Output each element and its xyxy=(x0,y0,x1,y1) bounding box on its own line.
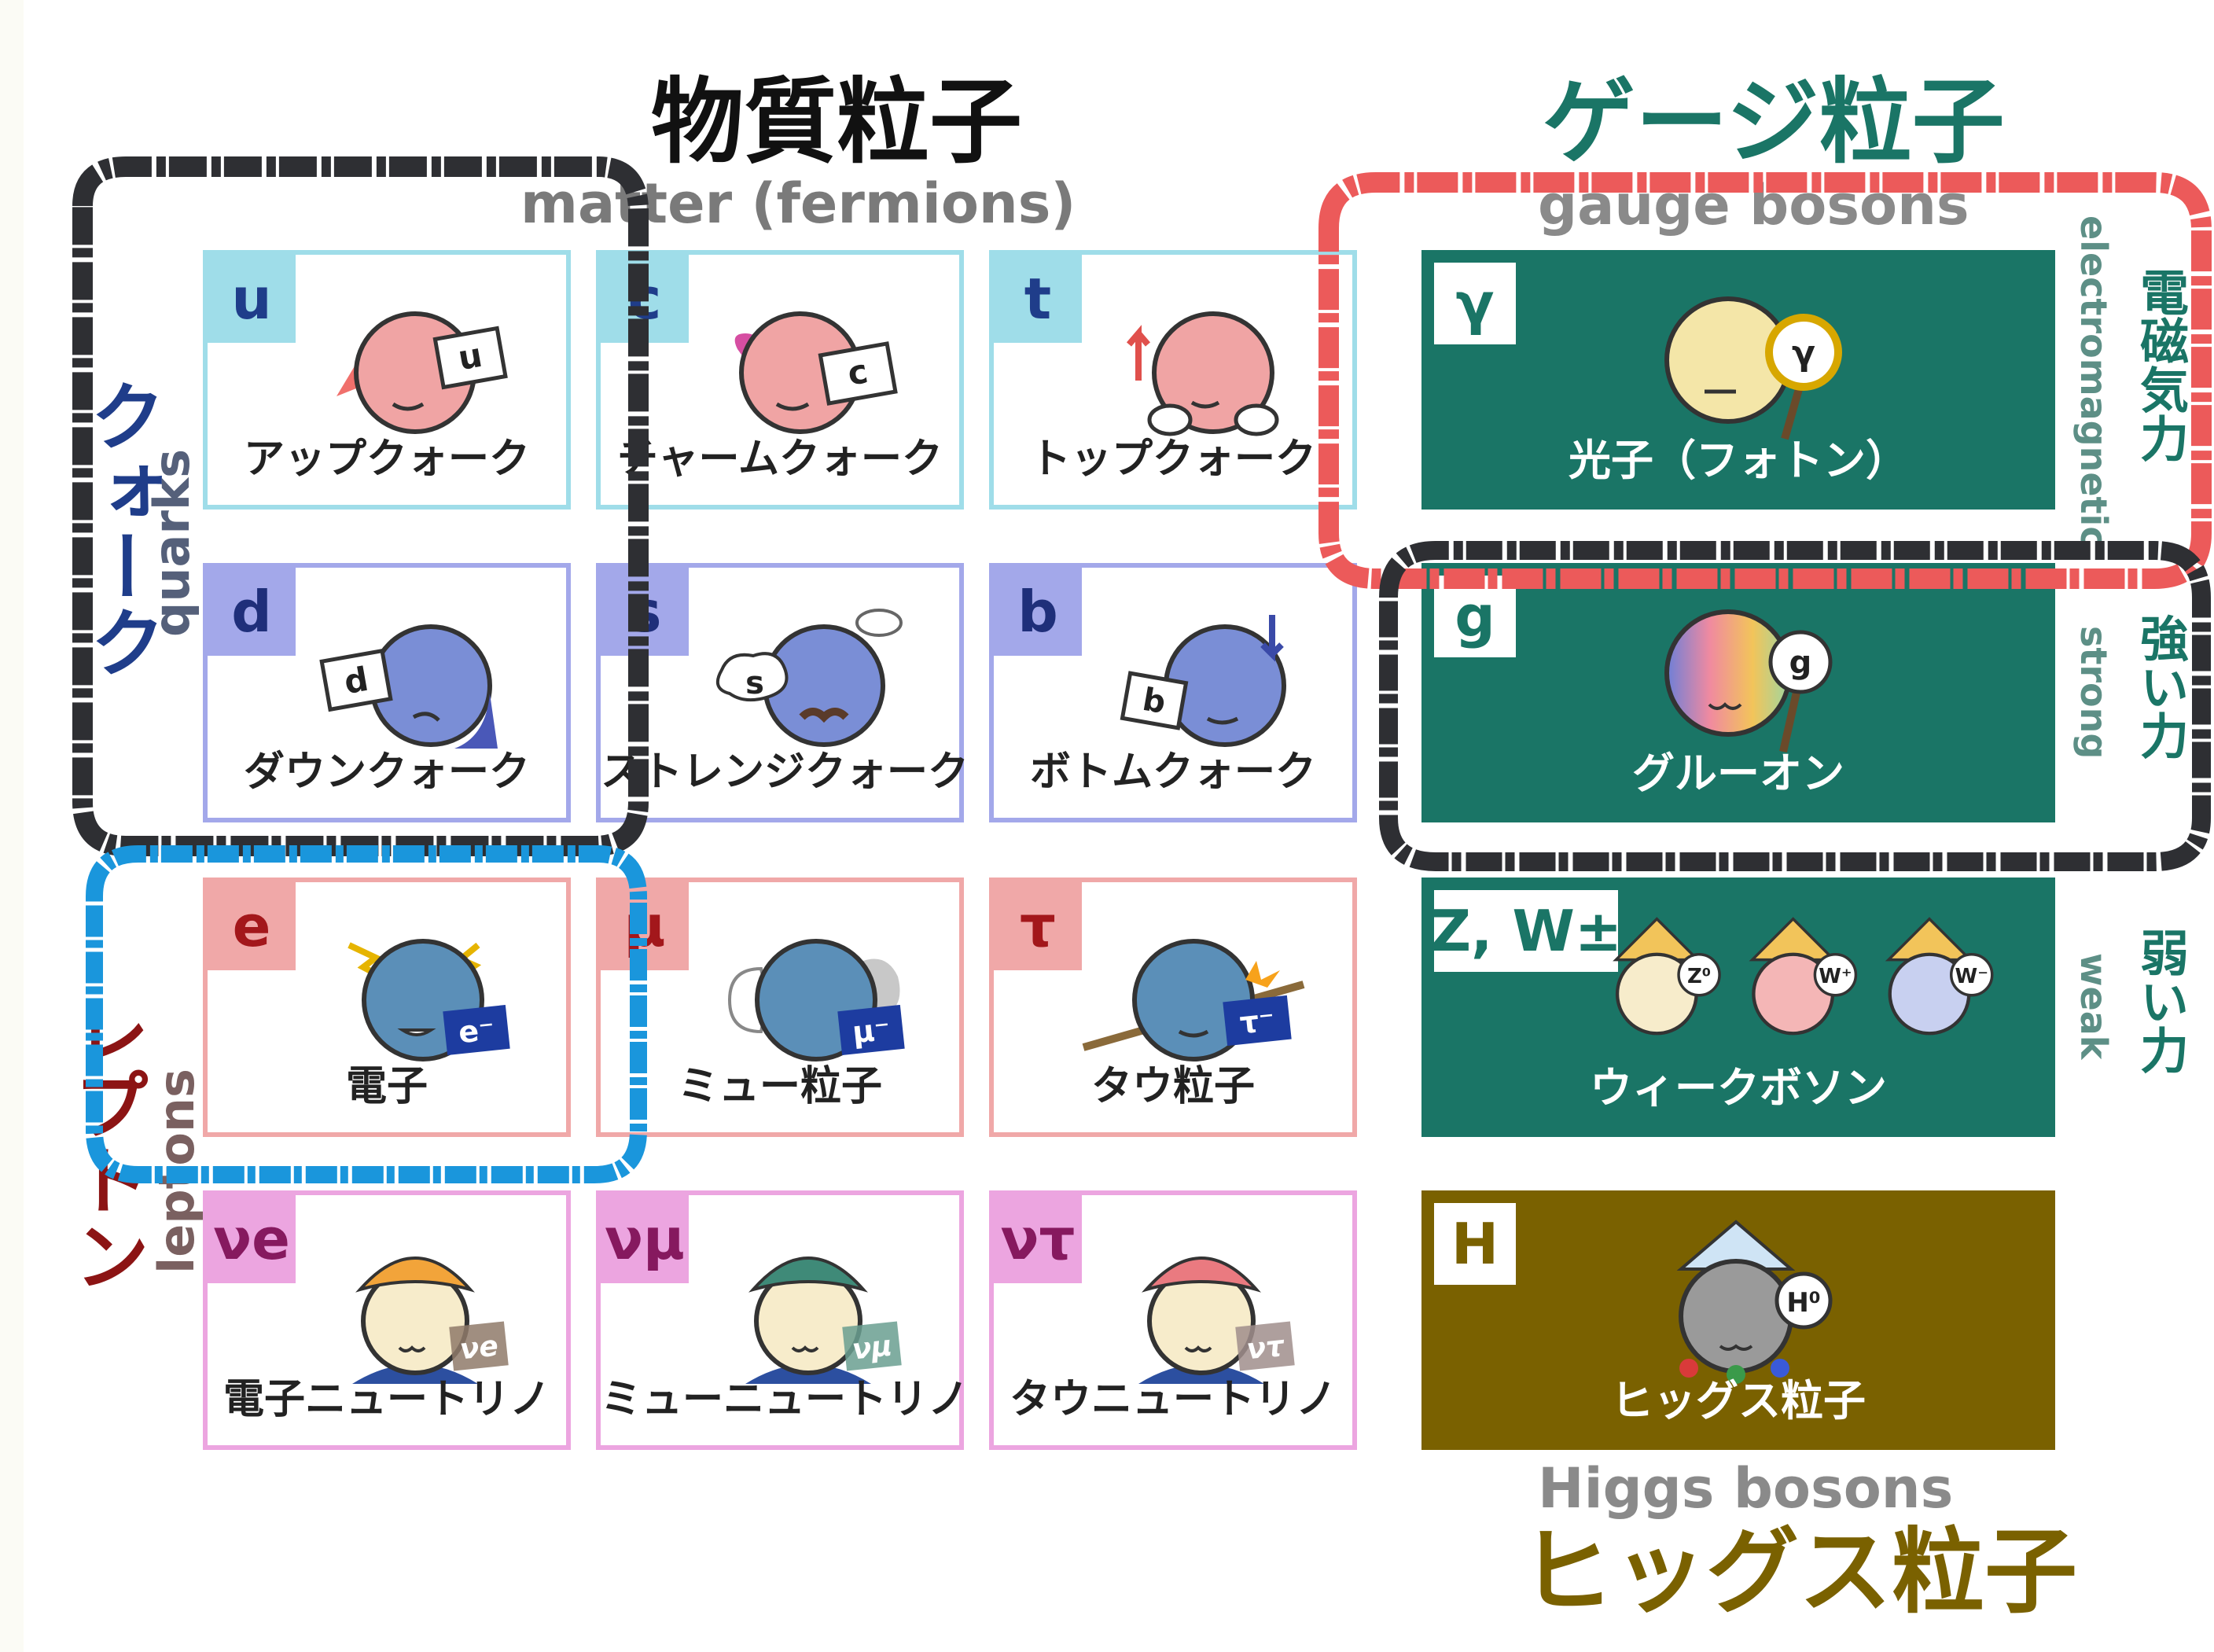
force-em-jp: 電磁気力 xyxy=(2131,267,2189,462)
particle-name: 電子ニュートリノ xyxy=(223,1376,550,1423)
boson-name: ヒッグス粒子 xyxy=(1611,1376,1866,1426)
particle-symbol: τ xyxy=(994,882,1082,970)
higgs-subtitle: Higgs bosons xyxy=(1538,1456,1954,1521)
particle-name: チャームクォーク xyxy=(617,436,943,483)
particle-name: トップクォーク xyxy=(1029,436,1316,483)
particle-name: 電子 xyxy=(345,1063,428,1110)
charm-quark-character-icon: c xyxy=(734,311,898,434)
electron-neutrino-character-icon: νe xyxy=(352,1256,509,1384)
particle-symbol: c xyxy=(601,255,689,343)
tag-label: W⁻ xyxy=(1955,965,1988,988)
electron-character-icon: e⁻ xyxy=(348,939,510,1061)
particle-symbol: νμ xyxy=(601,1195,689,1283)
force-weak-jp: 弱い力 xyxy=(2131,928,2189,1074)
muon-character-icon: μ⁻ xyxy=(727,939,905,1061)
tag-label: Z⁰ xyxy=(1687,965,1711,988)
particle-name: ミュー粒子 xyxy=(677,1063,882,1110)
particle-name: ダウンクォーク xyxy=(243,749,530,796)
particle-cell-tau: τ τ⁻ タウ粒子 xyxy=(989,878,1357,1137)
particle-cell-top: t トップクォーク xyxy=(989,250,1357,510)
particle-cell-muon-neutrino: νμ νμ ミューニュートリノ xyxy=(596,1190,969,1450)
gluon-character-icon: g xyxy=(1664,609,1833,753)
boson-cell-gluon: g g グルーオン xyxy=(1421,563,2055,822)
top-quark-character-icon xyxy=(1126,311,1279,436)
particle-name: ストレンジクォーク xyxy=(601,749,969,796)
gauge-subtitle: gauge bosons xyxy=(1538,173,1969,237)
tau-neutrino-character-icon: ντ xyxy=(1138,1256,1295,1384)
particle-symbol: νe xyxy=(208,1195,296,1283)
tag-label: νe xyxy=(458,1330,500,1367)
force-em-en: electromagnetic xyxy=(2072,215,2115,548)
diagram-panel: 物質粒子 matter (fermions) ゲージ粒子 gauge boson… xyxy=(24,0,2214,1652)
up-quark-character-icon: u xyxy=(337,311,508,434)
particle-symbol: ντ xyxy=(994,1195,1082,1283)
tag-label: H⁰ xyxy=(1786,1287,1820,1319)
tag-label: νμ xyxy=(851,1330,894,1366)
particle-cell-muon: μ μ⁻ ミュー粒子 xyxy=(596,878,964,1137)
particle-symbol: s xyxy=(601,568,689,656)
boson-name: 光子（フォトン） xyxy=(1569,436,1908,485)
boson-cell-photon: γ γ 光子（フォトン） xyxy=(1421,250,2055,510)
particle-symbol: e xyxy=(208,882,296,970)
force-weak-en: weak xyxy=(2072,953,2115,1060)
particle-symbol: t xyxy=(994,255,1082,343)
particle-name: タウ粒子 xyxy=(1090,1063,1255,1110)
tau-character-icon: τ⁻ xyxy=(1082,939,1305,1061)
particle-name: ミューニュートリノ xyxy=(601,1376,969,1423)
particle-cell-electron: e e⁻ 電子 xyxy=(203,878,571,1137)
photon-character-icon: γ xyxy=(1664,296,1842,440)
particle-symbol: d xyxy=(208,568,296,656)
particle-name: アップクォーク xyxy=(243,436,530,483)
tag-label: W⁺ xyxy=(1819,965,1852,988)
particle-symbol: μ xyxy=(601,882,689,970)
gauge-title: ゲージ粒子 xyxy=(1543,68,2005,176)
particle-cell-bottom: b b ボトムクォーク xyxy=(989,563,1357,822)
muon-neutrino-character-icon: νμ xyxy=(745,1256,902,1384)
boson-symbol: g xyxy=(1434,576,1516,657)
tag-label: s xyxy=(745,665,764,701)
particle-cell-up: u u アップクォーク xyxy=(203,250,571,510)
weak-bosons-character-icon: Z⁰ W⁺ W⁻ xyxy=(1613,917,1994,1036)
down-quark-character-icon: d xyxy=(319,624,498,749)
w-minus-boson-character: W⁻ xyxy=(1885,917,1994,1036)
matter-title: 物質粒子 xyxy=(651,68,1023,176)
higgs-character-icon: H⁰ xyxy=(1676,1220,1833,1384)
tag-label: μ⁻ xyxy=(851,1012,892,1050)
boson-symbol: H xyxy=(1434,1203,1516,1285)
particle-cell-charm: c c チャームクォーク xyxy=(596,250,964,510)
w-plus-boson-character: W⁺ xyxy=(1749,917,1858,1036)
strange-quark-character-icon: s xyxy=(715,609,903,747)
tag-label: τ⁻ xyxy=(1238,1003,1277,1040)
boson-symbol: Z, W± xyxy=(1430,890,1622,972)
leptons-label-en: leptons xyxy=(148,1069,205,1274)
force-strong-en: strong xyxy=(2072,626,2115,760)
particle-cell-down: d d ダウンクォーク xyxy=(203,563,571,822)
particle-name: ボトムクォーク xyxy=(1029,749,1316,796)
boson-name: グルーオン xyxy=(1632,749,1844,798)
particle-symbol: b xyxy=(994,568,1082,656)
boson-cell-higgs: H H⁰ ヒッグス粒子 xyxy=(1421,1190,2055,1450)
particle-cell-electron-neutrino: νe νe 電子ニュートリノ xyxy=(203,1190,571,1450)
matter-subtitle: matter (fermions) xyxy=(520,171,1076,236)
higgs-title: ヒッグス粒子 xyxy=(1521,1518,2078,1626)
boson-symbol: γ xyxy=(1434,263,1516,344)
particle-name: タウニュートリノ xyxy=(1009,1376,1337,1423)
bottom-quark-character-icon: b xyxy=(1120,615,1286,747)
tag-label: ντ xyxy=(1245,1330,1287,1366)
boson-cell-weak: Z, W± Z⁰ W⁺ W⁻ ウィークボソン xyxy=(1421,878,2055,1137)
particle-cell-strange: s s ストレンジクォーク xyxy=(596,563,969,822)
leptons-label-jp: レプトン xyxy=(61,991,149,1293)
tag-label: γ xyxy=(1792,333,1815,373)
tag-label: e⁻ xyxy=(457,1012,496,1050)
boson-name: ウィークボソン xyxy=(1590,1063,1887,1113)
z-boson-character: Z⁰ xyxy=(1613,917,1721,1036)
particle-symbol: u xyxy=(208,255,296,343)
particle-cell-tau-neutrino: ντ ντ タウニュートリノ xyxy=(989,1190,1357,1450)
quarks-label-en: quarks xyxy=(143,448,200,637)
force-strong-jp: 強い力 xyxy=(2131,613,2189,760)
tag-label: g xyxy=(1789,645,1812,681)
